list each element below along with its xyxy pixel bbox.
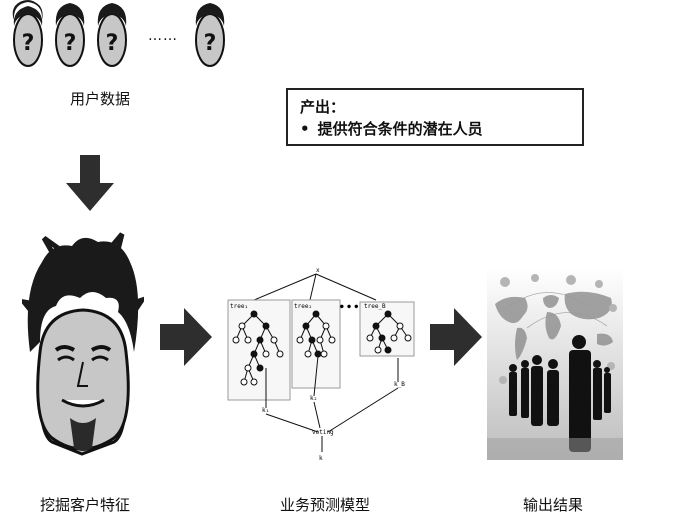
right-arrow-icon <box>160 308 212 366</box>
step-label-model: 业务预测模型 <box>279 496 370 514</box>
tree-1-nodes <box>232 310 284 386</box>
random-forest-diagram: x tree₁ tree₂ tree_B ● ● ● k₁ k₂ k_B v <box>227 267 415 462</box>
tree-b-output: k_B <box>394 381 405 388</box>
unknown-user-face-icon: ? <box>195 3 225 67</box>
output-box: 产出： 提供符合条件的潜在人员 <box>286 88 584 146</box>
businesspeople-silhouettes <box>509 335 611 452</box>
svg-text:?: ? <box>204 31 217 56</box>
root-input-label: x <box>316 267 320 274</box>
tree-2-edges <box>299 313 333 355</box>
unknown-user-face-icon: ? <box>55 3 85 67</box>
down-arrow-icon <box>66 155 114 211</box>
customer-portrait-icon <box>22 232 144 456</box>
tree-b-nodes <box>366 310 412 354</box>
aggregation-edges <box>265 355 399 452</box>
final-output-label: k <box>319 455 323 462</box>
output-box-item: 提供符合条件的潜在人员 <box>300 118 570 140</box>
tree-1-label: tree₁ <box>230 303 248 310</box>
tree-b-edges <box>369 313 409 351</box>
business-people-image <box>487 268 623 460</box>
svg-text:?: ? <box>64 31 77 56</box>
user-data-label: 用户数据 <box>69 90 130 108</box>
tree-1-edges <box>235 313 281 383</box>
unknown-user-face-icon: ? <box>97 3 127 67</box>
svg-text:?: ? <box>22 31 35 56</box>
more-users-ellipsis: …… <box>148 28 178 44</box>
right-arrow-icon <box>430 308 482 366</box>
user-data-group: ? ? ? …… ? <box>8 0 238 80</box>
unknown-user-face-icon: ? <box>12 0 43 67</box>
tree-1-output: k₁ <box>262 407 269 414</box>
tree-2-label: tree₂ <box>294 303 312 310</box>
tree-b-label: tree_B <box>364 303 386 310</box>
step-label-features: 挖掘客户特征 <box>39 496 130 514</box>
step-label-output: 输出结果 <box>522 496 583 514</box>
voting-label: voting <box>312 429 334 436</box>
output-box-list: 提供符合条件的潜在人员 <box>300 118 570 140</box>
more-trees-dots: ● ● ● <box>340 303 358 310</box>
world-map-icon <box>495 291 613 360</box>
output-box-title: 产出： <box>300 98 346 116</box>
network-icons <box>499 274 617 384</box>
svg-text:?: ? <box>106 31 119 56</box>
tree-2-output: k₂ <box>310 395 317 402</box>
tree-2-nodes <box>296 310 336 358</box>
